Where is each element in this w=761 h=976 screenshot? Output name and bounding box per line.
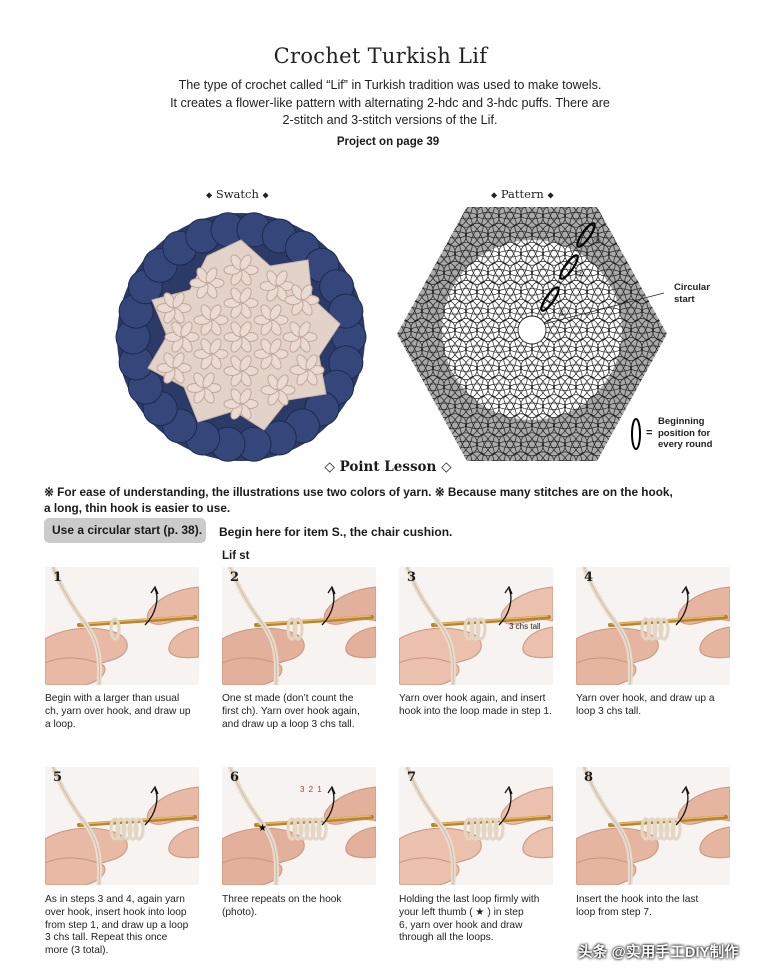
marker-3: ③ (593, 237, 601, 247)
marker-2: ② (576, 270, 584, 280)
beginning-callout: Beginning position for every round (658, 416, 713, 450)
pattern-label: Pattern (500, 187, 544, 201)
step-6-annotation: 3 2 1 (300, 785, 323, 794)
intro-text: The type of crochet called “Lif” in Turk… (130, 77, 650, 130)
beginning-loop-icon (630, 417, 642, 451)
step-8-number: 8 (584, 770, 594, 785)
diamond-bullet-icon: ◆ (491, 190, 498, 200)
step-4-number: 4 (584, 570, 594, 585)
step-6-number: 6 (230, 770, 240, 785)
notes: ※ For ease of understanding, the illustr… (44, 484, 724, 516)
step-7-number: 7 (407, 770, 417, 785)
diamond-bullet-icon: ◆ (206, 190, 213, 200)
step-8-photo: 8 (576, 767, 730, 885)
star-icon: ★ (258, 823, 267, 834)
equals-sign: = (646, 427, 653, 439)
diamond-bullet-icon: ◆ (262, 190, 269, 200)
note-line-2: a long, thin hook is easier to use. (44, 501, 231, 515)
step-2-photo: 2 (222, 567, 376, 685)
pattern-bold-loops (540, 222, 596, 312)
pattern-diagram: ① ② ③ (392, 205, 672, 463)
circular-start-ring (517, 315, 547, 345)
step-6-caption: Three repeats on the hook(photo). (222, 894, 342, 918)
step-5-photo: 5 (45, 767, 199, 885)
pattern-svg: ① ② ③ (397, 207, 667, 461)
step-2-number: 2 (230, 570, 240, 585)
step-3-photo: 3 3 chs tall (399, 567, 553, 685)
swatch-label-wrap: ◆ Swatch ◆ (206, 187, 269, 201)
step-1-number: 1 (53, 570, 63, 585)
intro-line-3: 2-stitch and 3-stitch versions of the Li… (282, 113, 498, 127)
circular-start-pill: Use a circular start (p. 38). (44, 518, 206, 543)
step-5-number: 5 (53, 770, 63, 785)
diamond-bullet-icon: ◆ (547, 190, 554, 200)
project-reference: Project on page 39 (336, 136, 440, 148)
marker-1: ① (558, 309, 566, 319)
watermark: 头条 @实用手工DIY制作 (578, 945, 739, 961)
step-3-number: 3 (407, 570, 417, 585)
swatch-label: Swatch (215, 187, 259, 201)
intro-line-2: It creates a flower-like pattern with al… (170, 95, 610, 110)
intro-line-1: The type of crochet called “Lif” in Turk… (178, 78, 602, 92)
note-line-1: ※ For ease of understanding, the illustr… (44, 485, 673, 499)
step-3-annotation: 3 chs tall (509, 622, 541, 631)
swatch-illustration (115, 212, 367, 462)
circular-start-leader (543, 292, 665, 325)
pattern-round-markers: ① ② ③ (558, 237, 601, 319)
step-7-photo: 7 (399, 767, 553, 885)
section-label: Lif st (222, 550, 250, 562)
point-lesson-heading: ◇ Point Lesson ◇ (324, 459, 452, 475)
step-1-photo: 1 (45, 567, 199, 685)
swatch-photo (112, 208, 370, 466)
pattern-label-wrap: ◆ Pattern ◆ (491, 187, 554, 201)
page-title: Crochet Turkish Lif (273, 44, 488, 68)
step-4-photo: 4 (576, 567, 730, 685)
begin-instruction: Begin here for item S., the chair cushio… (219, 525, 453, 539)
step-6-photo: 6 3 2 1 ★ (222, 767, 376, 885)
circular-start-callout: Circular start (674, 282, 710, 305)
